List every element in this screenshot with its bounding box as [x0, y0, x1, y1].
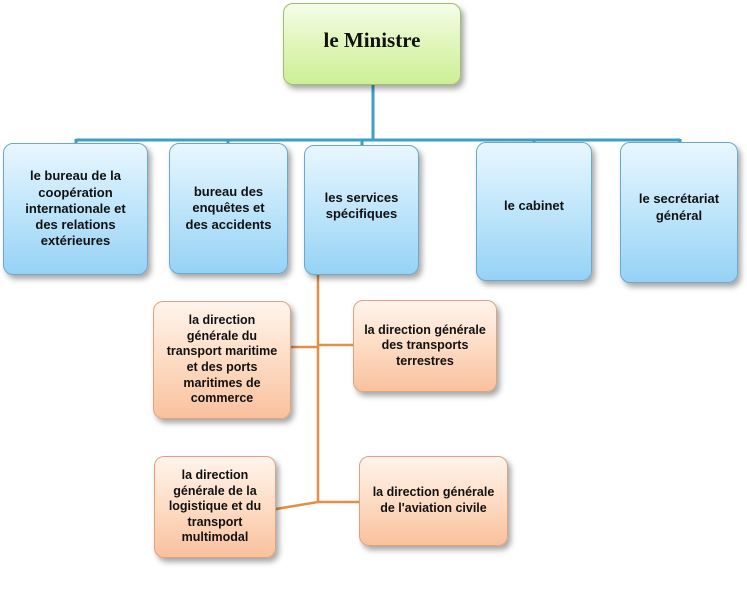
department-box-cabinet: le cabinet	[476, 142, 592, 281]
minister-label: le Ministre	[323, 27, 421, 52]
minister-box: le Ministre	[283, 3, 461, 85]
direction-box-logistique: la direction générale de la logistique e…	[154, 456, 276, 558]
department-label: bureau des enquêtes et des accidents	[185, 184, 272, 232]
direction-label: la direction générale de l'aviation civi…	[372, 485, 495, 515]
department-label: le bureau de la coopération internationa…	[25, 168, 126, 249]
department-label: le secrétariat général	[638, 191, 720, 223]
direction-box-terrestre: la direction générale des transports ter…	[353, 300, 497, 392]
department-box-secretariat: le secrétariat général	[620, 142, 738, 283]
connector-branch-logistique	[275, 500, 319, 511]
direction-label: la direction générale des transports ter…	[364, 322, 486, 368]
direction-label: la direction générale du transport marit…	[166, 313, 278, 406]
department-label: le cabinet	[504, 198, 564, 214]
direction-label: la direction générale de la logistique e…	[168, 467, 262, 545]
department-box-cooperation: le bureau de la coopération internationa…	[3, 143, 148, 275]
direction-box-aviation: la direction générale de l'aviation civi…	[359, 456, 508, 546]
department-box-bureau-enquetes: bureau des enquêtes et des accidents	[169, 143, 288, 274]
department-label: les services spécifiques	[324, 190, 399, 222]
direction-box-maritime: la direction générale du transport marit…	[153, 301, 291, 419]
department-box-services-specifiques: les services spécifiques	[304, 145, 419, 275]
